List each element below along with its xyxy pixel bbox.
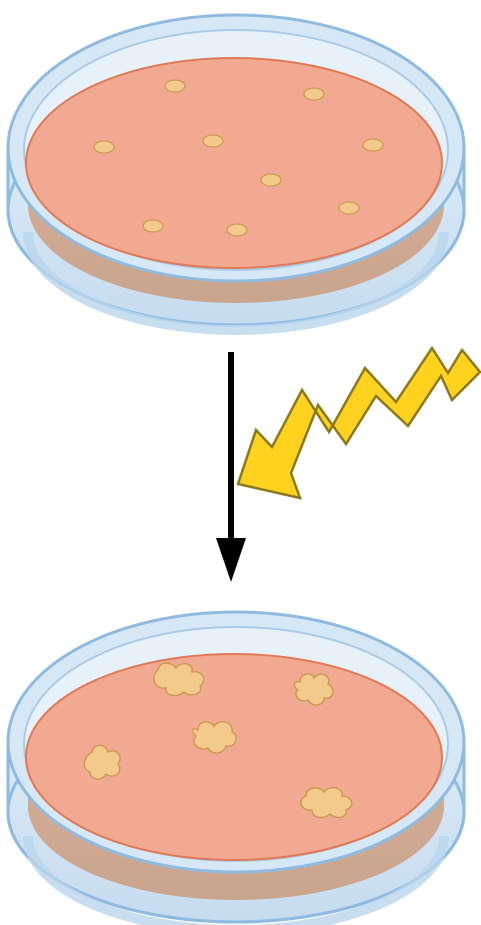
petri-dish-bottom — [8, 612, 464, 925]
dish-top-medium — [26, 58, 442, 268]
lightning-bolt-icon — [238, 348, 480, 498]
petri-dish-top — [8, 15, 464, 330]
colony-small — [363, 139, 383, 151]
colony-small — [143, 220, 163, 232]
colony-small — [203, 135, 223, 147]
colony-small — [94, 141, 114, 153]
colony-small — [304, 88, 324, 100]
arrow-head — [216, 538, 246, 582]
colony-small — [261, 174, 281, 186]
colony-small — [227, 224, 247, 236]
process-arrow — [216, 352, 246, 582]
colony-small — [165, 80, 185, 92]
colony-small — [339, 202, 359, 214]
